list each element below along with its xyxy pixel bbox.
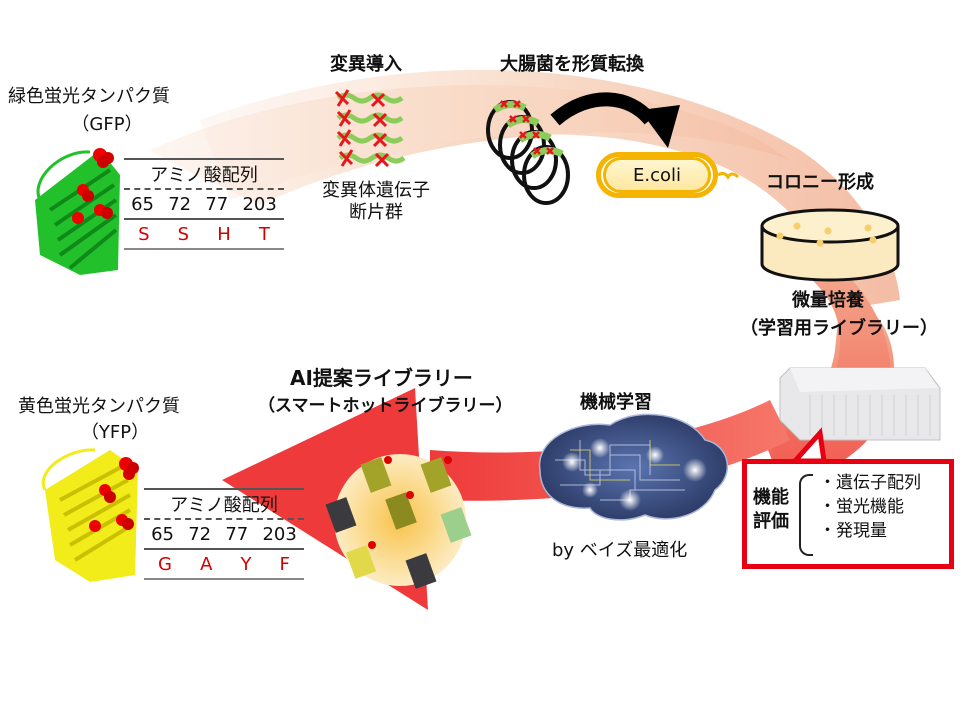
residue: F bbox=[279, 553, 290, 575]
title-line: 評価 bbox=[753, 511, 789, 533]
residue: S bbox=[138, 223, 150, 245]
mutagenesis-title: 変異導入 bbox=[330, 54, 402, 75]
yfp-sequence-table: アミノ酸配列 65 72 77 203 G A Y F bbox=[144, 488, 304, 580]
position: 65 bbox=[131, 193, 155, 215]
gfp-sequence-table: アミノ酸配列 65 72 77 203 S S H T bbox=[124, 158, 284, 250]
caption-line: 断片群 bbox=[349, 201, 403, 223]
culture-subtitle: （学習用ライブラリー） bbox=[740, 318, 938, 339]
position: 72 bbox=[168, 193, 192, 215]
gfp-table-header: アミノ酸配列 bbox=[124, 158, 284, 190]
mutant-gene-fragments bbox=[334, 89, 406, 168]
position: 77 bbox=[205, 193, 229, 215]
residue: T bbox=[258, 223, 270, 245]
brain-illustration bbox=[538, 413, 729, 521]
residue: S bbox=[177, 223, 190, 245]
ai-library-title: AI提案ライブラリー bbox=[290, 366, 473, 390]
evaluation-items: ・遺伝子配列 ・蛍光機能 ・発現量 bbox=[819, 472, 921, 543]
residue: H bbox=[217, 223, 231, 245]
evaluation-title: 機能 評価 bbox=[753, 486, 789, 535]
yfp-table-header: アミノ酸配列 bbox=[144, 488, 304, 520]
ml-caption: by ベイズ最適化 bbox=[552, 540, 688, 561]
residue: G bbox=[158, 553, 172, 575]
gfp-abbreviation: （GFP） bbox=[71, 114, 143, 135]
brace-icon bbox=[799, 474, 813, 556]
position: 65 bbox=[151, 523, 175, 545]
function-evaluation-box: 機能 評価 ・遺伝子配列 ・蛍光機能 ・発現量 bbox=[742, 459, 954, 569]
evaluation-item: ・遺伝子配列 bbox=[819, 473, 921, 493]
culture-title: 微量培養 bbox=[792, 290, 864, 311]
residue: A bbox=[200, 553, 213, 575]
position: 72 bbox=[188, 523, 212, 545]
yfp-residues-row: G A Y F bbox=[144, 550, 304, 580]
transformation-title: 大腸菌を形質転換 bbox=[500, 54, 644, 75]
caption-line: 変異体遺伝子 bbox=[322, 180, 430, 201]
mutagenesis-caption: 変異体遺伝子 断片群 bbox=[306, 180, 446, 223]
gfp-protein-structure bbox=[35, 148, 120, 275]
ai-library-proteins bbox=[325, 456, 472, 589]
ml-title: 機械学習 bbox=[580, 392, 652, 413]
ecoli-cell: E.coli bbox=[596, 152, 718, 198]
plasmid-mutations bbox=[500, 100, 554, 155]
ecoli-flagellum bbox=[717, 171, 740, 180]
petri-dish bbox=[760, 208, 900, 282]
yfp-abbreviation: （YFP） bbox=[80, 422, 150, 443]
transform-arrow-head bbox=[640, 105, 680, 148]
residue: Y bbox=[240, 553, 252, 575]
arc-band-top-fill bbox=[200, 69, 900, 310]
multiwell-plate bbox=[779, 367, 941, 441]
gfp-title: 緑色蛍光タンパク質 bbox=[8, 86, 170, 107]
gfp-positions-row: 65 72 77 203 bbox=[124, 190, 284, 220]
ecoli-label: E.coli bbox=[603, 157, 711, 193]
yfp-positions-row: 65 72 77 203 bbox=[144, 520, 304, 550]
ai-library-subtitle: （スマートホットライブラリー） bbox=[258, 396, 513, 416]
yfp-protein-structure bbox=[41, 448, 139, 582]
position: 203 bbox=[262, 523, 297, 545]
position: 203 bbox=[242, 193, 277, 215]
evaluation-item: ・発現量 bbox=[819, 520, 887, 541]
yfp-title: 黄色蛍光タンパク質 bbox=[18, 396, 180, 417]
title-line: 機能 bbox=[753, 487, 789, 508]
colony-title: コロニー形成 bbox=[766, 172, 874, 193]
position: 77 bbox=[225, 523, 249, 545]
evaluation-item: ・蛍光機能 bbox=[819, 496, 904, 517]
gfp-residues-row: S S H T bbox=[124, 220, 284, 250]
